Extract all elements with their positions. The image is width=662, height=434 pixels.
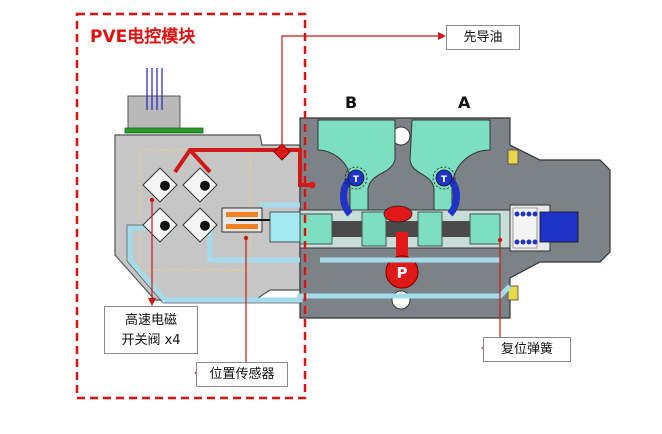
pilot-oil-callout: 先导油 [446, 25, 520, 50]
port-a-label: A [458, 93, 471, 112]
tank-port-left-label: T [353, 175, 360, 185]
pressure-pilot-line [173, 148, 312, 187]
solenoid-valve-label-line2: 开关阀 x4 [121, 333, 181, 348]
return-spring [509, 204, 579, 252]
tank-port-right-label: T [441, 175, 448, 185]
spool [299, 205, 511, 249]
position-sensor-callout: 位置传感器 [196, 362, 288, 387]
return-spring-callout: 复位弹簧 [483, 337, 571, 362]
pve-boundary [75, 12, 307, 400]
solenoid-valve-callout: 高速电磁 开关阀 x4 [104, 306, 198, 354]
solenoid-valve-label-line1: 高速电磁 [124, 313, 177, 328]
pve-module-title: PVE电控模块 [90, 27, 196, 47]
position-sensor [221, 207, 301, 243]
check-valve-icon [273, 143, 291, 161]
port-b-label: B [345, 93, 357, 112]
pressure-port [385, 232, 419, 289]
position-sensor-label: 位置传感器 [209, 367, 275, 382]
pilot-oil-label: 先导油 [463, 30, 503, 45]
port-p-label: P [397, 264, 408, 282]
electrical-connector [124, 68, 204, 134]
return-spring-label: 复位弹簧 [500, 342, 553, 357]
tank-passages [340, 166, 460, 217]
pilot-channels [127, 202, 512, 303]
